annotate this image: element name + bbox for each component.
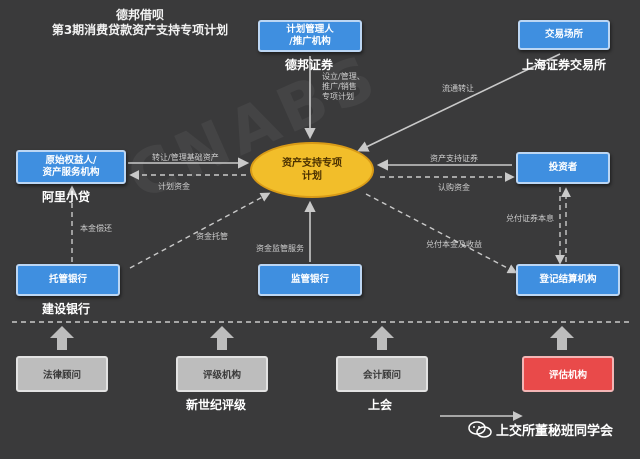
node-exchange[interactable]: 交易场所 bbox=[518, 20, 610, 50]
flow-label-subscription: 认购资金 bbox=[438, 183, 470, 192]
flow-label-principal-income: 兑付本金及收益 bbox=[426, 240, 482, 249]
entity-manager: 德邦证券 bbox=[285, 58, 334, 72]
node-abs-plan[interactable]: 资产支持专项 计划 bbox=[250, 142, 374, 198]
entity-rating: 新世纪评级 bbox=[186, 398, 247, 412]
footer-text: 上交所董秘班同学会 bbox=[496, 424, 614, 439]
support-arrows bbox=[50, 326, 574, 350]
flow-label-redemption: 兑付证券本息 bbox=[506, 214, 554, 223]
flow-label-design: 设立/管理、 推广/销售 专项计划 bbox=[322, 72, 365, 101]
flow-label-listing: 流通转让 bbox=[442, 84, 474, 93]
footer-brand: 上交所董秘班同学会 bbox=[468, 420, 613, 439]
arrow-plan-registrar bbox=[365, 193, 518, 274]
diagram-title-line2: 第3期消费贷款资产支持专项计划 bbox=[51, 23, 229, 37]
entity-custodian: 建设银行 bbox=[42, 302, 91, 316]
flow-label-transfer-assets: 转让/管理基础资产 bbox=[152, 153, 219, 162]
node-legal-advisor[interactable]: 法律顾问 bbox=[16, 356, 108, 392]
flow-label-custody: 资金托管 bbox=[196, 232, 228, 241]
node-accounting-advisor[interactable]: 会计顾问 bbox=[336, 356, 428, 392]
entity-exchange: 上海证券交易所 bbox=[522, 58, 607, 72]
node-investor[interactable]: 投资者 bbox=[516, 152, 610, 184]
node-registrar[interactable]: 登记结算机构 bbox=[516, 264, 620, 296]
entity-originator: 阿里小贷 bbox=[42, 190, 91, 204]
node-originator[interactable]: 原始权益人/ 资产服务机构 bbox=[16, 150, 126, 184]
flow-label-principal-recovery: 本金偿还 bbox=[80, 224, 112, 233]
flow-label-plan-funds: 计划资金 bbox=[158, 182, 190, 191]
node-plan-manager[interactable]: 计划管理人 /推广机构 bbox=[258, 20, 362, 52]
node-rating-agency[interactable]: 评级机构 bbox=[176, 356, 268, 392]
flow-label-fund-supervision: 资金监管服务 bbox=[256, 244, 304, 253]
flow-label-abs: 资产支持证券 bbox=[430, 154, 478, 163]
wechat-icon bbox=[468, 420, 492, 439]
node-supervisory-bank[interactable]: 监管银行 bbox=[258, 264, 362, 296]
node-custodian-bank[interactable]: 托管银行 bbox=[16, 264, 120, 296]
arrow-exchange-plan bbox=[357, 53, 561, 152]
arrow-custodian-plan bbox=[129, 192, 271, 269]
diagram-title-line1: 德邦借呗 bbox=[115, 8, 164, 22]
node-valuation-agency[interactable]: 评估机构 bbox=[522, 356, 614, 392]
entity-accounting: 上会 bbox=[368, 398, 393, 412]
